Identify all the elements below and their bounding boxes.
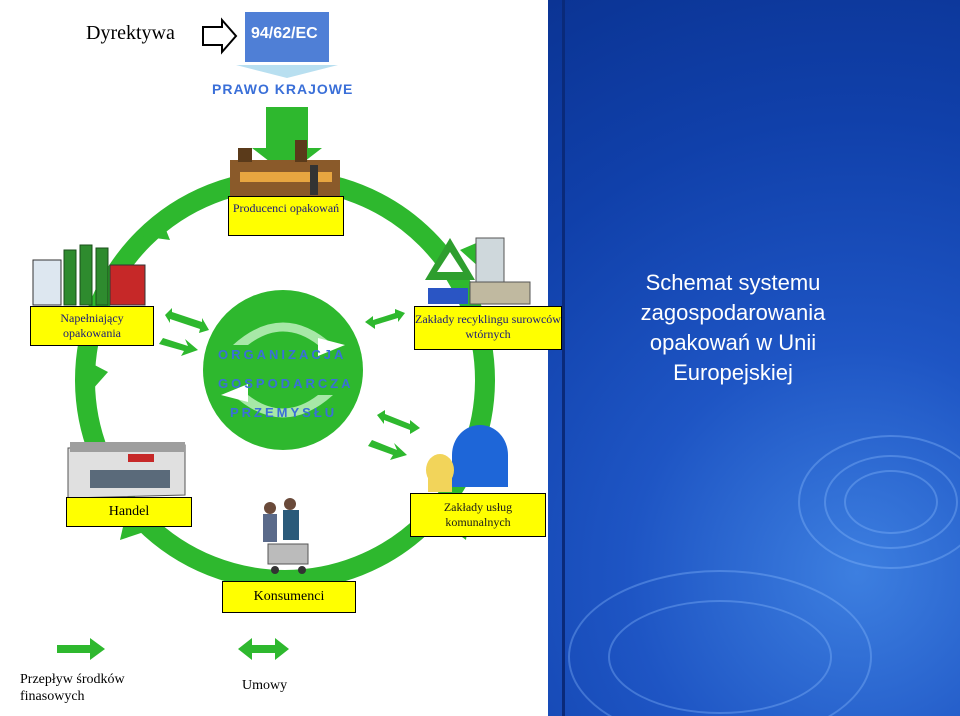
directive-arrow bbox=[202, 17, 238, 55]
recycling-illustration bbox=[425, 237, 531, 305]
ring-arrowhead bbox=[85, 360, 108, 390]
legend-contracts: Umowy bbox=[242, 678, 288, 693]
producers-label: Producenci opakowań bbox=[232, 201, 340, 215]
recycling-label: Zakłady recyklingu surowców wtórnych bbox=[415, 312, 561, 341]
center-emblem-arrow bbox=[318, 338, 345, 356]
recycling-box: Zakłady recyklingu surowców wtórnych bbox=[414, 306, 562, 350]
contract-arrow bbox=[377, 410, 420, 434]
bottles-illustration bbox=[32, 244, 146, 306]
municipal-label: Zakłady usług komunalnych bbox=[443, 500, 513, 529]
fillers-box: Napełniający opakowania bbox=[30, 306, 154, 346]
municipal-box: Zakłady usług komunalnych bbox=[410, 493, 546, 537]
producers-box: Producenci opakowań bbox=[228, 196, 344, 236]
financial-flow-arrows bbox=[57, 338, 407, 660]
ring-arrowhead bbox=[140, 215, 170, 240]
consumers-box: Konsumenci bbox=[222, 581, 356, 613]
center-line-1: ORGANIZACJA bbox=[218, 347, 346, 362]
national-law-label: PRAWO KRAJOWE bbox=[212, 81, 354, 97]
retail-label: Handel bbox=[108, 504, 150, 519]
financial-flow-arrow bbox=[159, 338, 198, 356]
ripple-decoration bbox=[568, 570, 872, 716]
directive-code: 94/62/EC bbox=[251, 25, 318, 42]
eu-directive-badge: 94/62/EC bbox=[245, 12, 329, 62]
contract-arrow bbox=[165, 308, 209, 333]
center-emblem bbox=[203, 290, 363, 450]
center-line-3: PRZEMYSŁU bbox=[230, 405, 337, 420]
panel-divider bbox=[562, 0, 565, 716]
legend-financial-flow: Przepływ środków finasowych bbox=[20, 672, 125, 704]
fillers-label: Napełniający opakowania bbox=[60, 311, 124, 340]
center-line-2: GOSPODARCZA bbox=[218, 376, 354, 391]
directive-label: Dyrektywa bbox=[86, 22, 175, 44]
contract-arrows bbox=[165, 308, 420, 660]
factory-illustration bbox=[230, 140, 340, 198]
center-emblem-arrow bbox=[221, 384, 248, 402]
consumers-label: Konsumenci bbox=[253, 589, 325, 604]
financial-flow-legend-arrow bbox=[57, 638, 105, 660]
retail-box: Handel bbox=[66, 497, 192, 527]
slide-title: Schemat systemu zagospodarowania opakowa… bbox=[640, 270, 826, 385]
bins-illustration bbox=[426, 425, 508, 492]
contract-legend-arrow bbox=[238, 638, 289, 660]
ripple-decoration bbox=[798, 435, 960, 569]
center-emblem-swirl bbox=[233, 322, 333, 345]
title-panel bbox=[548, 0, 960, 716]
consumers-illustration bbox=[263, 498, 309, 574]
diagram-graphics: ORGANIZACJA GOSPODARCZA PRZEMYSŁU bbox=[32, 17, 531, 660]
store-illustration bbox=[67, 442, 186, 499]
center-emblem-swirl bbox=[233, 395, 333, 418]
contract-arrow bbox=[365, 309, 405, 329]
financial-flow-arrow bbox=[368, 440, 407, 460]
down-chevron bbox=[236, 65, 338, 78]
